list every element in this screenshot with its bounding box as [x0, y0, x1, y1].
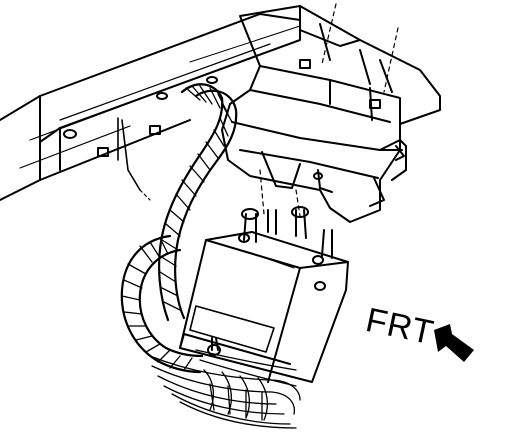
wire-bundle: [149, 349, 301, 429]
upper-module-bracket: [221, 3, 441, 223]
control-module: [179, 231, 349, 383]
harness-loom: [120, 83, 238, 374]
frame-rail: [0, 13, 301, 201]
mounting-studs: [241, 206, 333, 259]
side-bracket: [369, 139, 407, 207]
front-direction-arrow-icon: [434, 324, 474, 362]
